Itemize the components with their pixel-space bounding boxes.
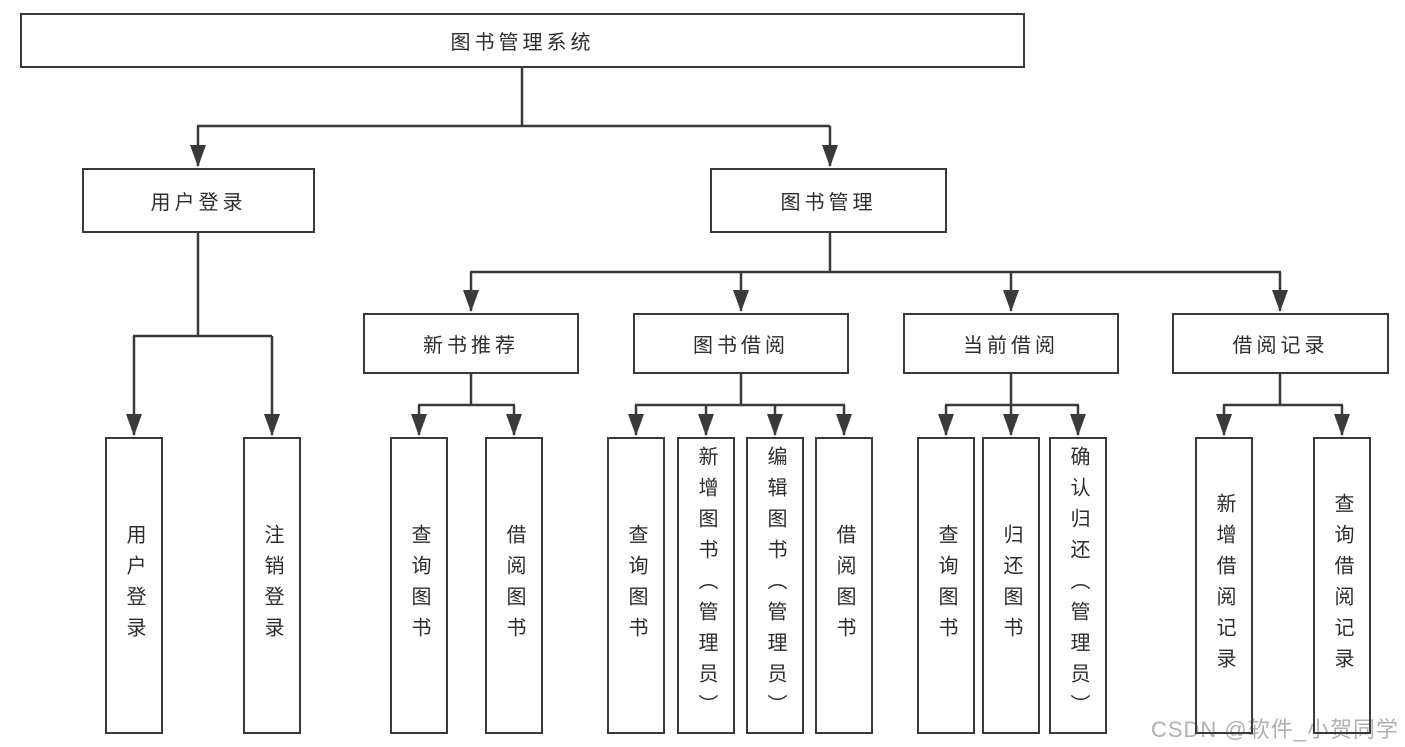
leaf-edit-book-admin: 编辑图书（管理员） — [746, 437, 804, 734]
leaf-query-books-recommend: 查询图书 — [390, 437, 448, 734]
node-label: 归还图书 — [1000, 523, 1022, 648]
leaf-return-books: 归还图书 — [982, 437, 1040, 734]
leaf-add-borrow-record: 新增借阅记录 — [1195, 437, 1253, 734]
node-label: 借阅图书 — [833, 523, 855, 648]
leaf-query-borrow-record: 查询借阅记录 — [1313, 437, 1371, 734]
node-current-borrowing: 当前借阅 — [903, 313, 1119, 374]
node-label: 借阅记录 — [1232, 335, 1329, 357]
node-label: 用户登录 — [150, 192, 247, 214]
node-library-management-system: 图书管理系统 — [20, 13, 1025, 68]
watermark: CSDN @软件_小贺同学 — [1150, 717, 1399, 742]
leaf-borrow-books-borrowing: 借阅图书 — [815, 437, 873, 734]
node-label: 当前借阅 — [963, 335, 1059, 357]
leaf-logout: 注销登录 — [243, 437, 301, 734]
leaf-borrow-books-recommend: 借阅图书 — [485, 437, 543, 734]
node-label: 图书管理 — [780, 192, 877, 214]
leaf-add-book-admin: 新增图书（管理员） — [677, 437, 735, 734]
node-label: 查询图书 — [408, 523, 430, 648]
node-label: 图书借阅 — [693, 335, 789, 357]
leaf-user-login: 用户登录 — [105, 437, 163, 734]
node-label: 用户登录 — [123, 523, 145, 648]
node-label: 图书管理系统 — [450, 32, 595, 54]
node-label: 查询借阅记录 — [1331, 492, 1353, 679]
node-label: 查询图书 — [935, 523, 957, 648]
leaf-query-books-borrowing: 查询图书 — [607, 437, 665, 734]
node-label: 新增图书（管理员） — [695, 446, 717, 725]
node-new-book-recommend: 新书推荐 — [363, 313, 579, 374]
node-label: 确认归还（管理员） — [1067, 446, 1089, 725]
node-label: 编辑图书（管理员） — [764, 446, 786, 725]
node-label: 注销登录 — [261, 523, 283, 648]
leaf-query-books-current: 查询图书 — [917, 437, 975, 734]
node-label: 新增借阅记录 — [1213, 492, 1235, 679]
node-label: 借阅图书 — [503, 523, 525, 648]
node-label: 新书推荐 — [423, 335, 519, 357]
node-book-management: 图书管理 — [710, 168, 947, 233]
node-borrowing-records: 借阅记录 — [1172, 313, 1389, 374]
node-user-login: 用户登录 — [82, 168, 315, 233]
leaf-confirm-return-admin: 确认归还（管理员） — [1049, 437, 1107, 734]
node-label: 查询图书 — [625, 523, 647, 648]
node-book-borrowing: 图书借阅 — [633, 313, 849, 374]
